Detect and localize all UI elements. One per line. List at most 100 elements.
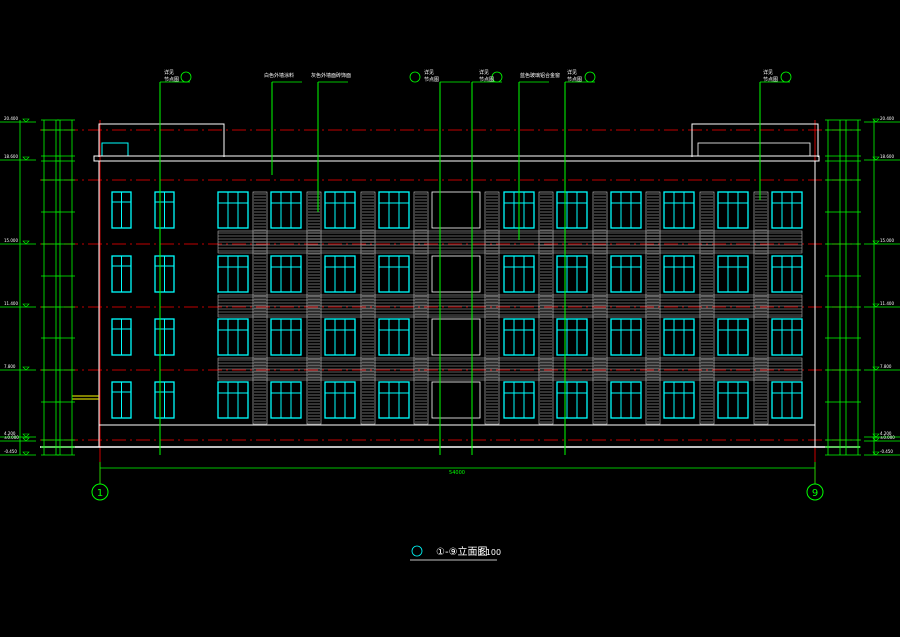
leader-group bbox=[159, 71, 792, 455]
roof-hatch bbox=[101, 142, 129, 157]
level-mark-arrow-right-0 bbox=[872, 118, 880, 123]
level-mark-arrow-right-7 bbox=[872, 451, 880, 456]
level-mark-arrow-left-5 bbox=[22, 433, 30, 438]
louver-strip-7 bbox=[645, 191, 661, 425]
level-mark-arrow-left-0 bbox=[22, 118, 30, 123]
annotation-4-line2: 节点图 bbox=[424, 77, 439, 83]
louver-strip-5 bbox=[538, 191, 554, 425]
annotation-5-line1: 详见 bbox=[479, 69, 489, 76]
window-7 bbox=[663, 191, 695, 229]
elevation-marks-left: 20.40018.60015.00011.4007.8004.200±0.000… bbox=[0, 116, 36, 456]
level-mark-arrow-left-7 bbox=[22, 451, 30, 456]
elevation-label-right-1: 18.600 bbox=[880, 154, 894, 159]
window-24 bbox=[503, 318, 535, 356]
axis-bubble-1: 1 bbox=[91, 483, 109, 501]
window-5 bbox=[556, 191, 588, 229]
level-mark-arrow-right-5 bbox=[872, 433, 880, 438]
level-mark-arrow-right-1 bbox=[872, 156, 880, 161]
louver-strip-1 bbox=[306, 191, 322, 425]
level-mark-arrow-right-4 bbox=[872, 366, 880, 371]
elevation-label-left-1: 18.600 bbox=[4, 154, 18, 159]
window-1 bbox=[270, 191, 302, 229]
annotation-5-line2: 节点图 bbox=[479, 77, 494, 83]
elevation-label-left-4: 7.800 bbox=[4, 364, 16, 369]
elevation-label-right-0: 20.400 bbox=[880, 116, 894, 121]
building-body bbox=[98, 160, 816, 426]
window-18 bbox=[717, 255, 749, 293]
annotation-4-line1: 详见 bbox=[424, 69, 434, 76]
elevation-label-right-2: 15.000 bbox=[880, 238, 894, 243]
window-2 bbox=[324, 191, 356, 229]
window-26 bbox=[610, 318, 642, 356]
louver-strip-4 bbox=[484, 191, 500, 425]
level-mark-arrow-left-3 bbox=[22, 303, 30, 308]
stair-window-2 bbox=[431, 318, 481, 356]
annotation-8-line1: 详见 bbox=[763, 69, 773, 76]
elevation-label-right-6: ±0.000 bbox=[880, 435, 895, 440]
detail-bubble-4 bbox=[780, 71, 792, 83]
stair-window-3 bbox=[431, 381, 481, 419]
window-38 bbox=[717, 381, 749, 419]
window-22 bbox=[324, 318, 356, 356]
elevation-label-right-4: 7.800 bbox=[880, 364, 892, 369]
elevation-label-left-5: 4.200 bbox=[4, 431, 16, 436]
annotation-7-line1: 详见 bbox=[567, 69, 577, 76]
annotation-1-line1: 详见 bbox=[164, 69, 174, 76]
window-14 bbox=[503, 255, 535, 293]
louver-strip-0 bbox=[252, 191, 268, 425]
drawing-scale: 1:100 bbox=[478, 548, 501, 557]
annotation-2: 白色外墙涂料 bbox=[264, 72, 294, 79]
building-structure bbox=[40, 120, 860, 484]
elevation-label-left-3: 11.400 bbox=[4, 301, 18, 306]
window-10 bbox=[217, 255, 249, 293]
stair-window-0 bbox=[431, 191, 481, 229]
window-36 bbox=[610, 381, 642, 419]
window-0 bbox=[217, 191, 249, 229]
level-mark-arrow-left-2 bbox=[22, 240, 30, 245]
level-mark-arrow-left-4 bbox=[22, 366, 30, 371]
window-29 bbox=[771, 318, 803, 356]
annotation-3: 灰色外墙面砖饰面 bbox=[311, 72, 351, 79]
window-16 bbox=[610, 255, 642, 293]
elevation-label-left-0: 20.400 bbox=[4, 116, 18, 121]
window-12 bbox=[324, 255, 356, 293]
louver-strip-3 bbox=[413, 191, 429, 425]
elevation-label-right-5: 4.200 bbox=[880, 431, 892, 436]
drawing-title-text: ①-⑨立面图 bbox=[436, 545, 488, 558]
stair-window-1 bbox=[431, 255, 481, 293]
window-30 bbox=[217, 381, 249, 419]
window-13 bbox=[378, 255, 410, 293]
roof-room-right bbox=[697, 142, 811, 157]
elevation-label-right-7: -0.450 bbox=[880, 449, 893, 454]
window-39 bbox=[771, 381, 803, 419]
elevation-marks-right: 20.400 18.600 15.000 11.400 7.800 4.200±0.000… bbox=[864, 116, 900, 456]
overall-dimension: 54000 bbox=[449, 470, 465, 476]
detail-bubble-2 bbox=[491, 71, 503, 83]
window-21 bbox=[270, 318, 302, 356]
level-mark-arrow-right-6 bbox=[872, 437, 880, 442]
level-mark-arrow-right-2 bbox=[872, 240, 880, 245]
axis-label-9: 9 bbox=[812, 488, 818, 499]
detail-bubble-3 bbox=[584, 71, 596, 83]
louver-strip-8 bbox=[699, 191, 715, 425]
window-3 bbox=[378, 191, 410, 229]
roof-slab bbox=[93, 155, 820, 162]
window-25 bbox=[556, 318, 588, 356]
elevation-label-right-3: 11.400 bbox=[880, 301, 894, 306]
louver-strip-2 bbox=[360, 191, 376, 425]
window-23 bbox=[378, 318, 410, 356]
drawing-title: ①-⑨立面图 1:100 bbox=[410, 545, 501, 561]
axis-label-1: 1 bbox=[97, 488, 103, 499]
level-mark-arrow-left-1 bbox=[22, 156, 30, 161]
window-15 bbox=[556, 255, 588, 293]
window-27 bbox=[663, 318, 695, 356]
detail-bubble-1 bbox=[409, 71, 421, 83]
axis-bubble-9: 9 bbox=[806, 483, 824, 501]
window-31 bbox=[270, 381, 302, 419]
window-9 bbox=[771, 191, 803, 229]
window-35 bbox=[556, 381, 588, 419]
elevation-label-left-6: ±0.000 bbox=[4, 435, 19, 440]
window-8 bbox=[717, 191, 749, 229]
window-34 bbox=[503, 381, 535, 419]
